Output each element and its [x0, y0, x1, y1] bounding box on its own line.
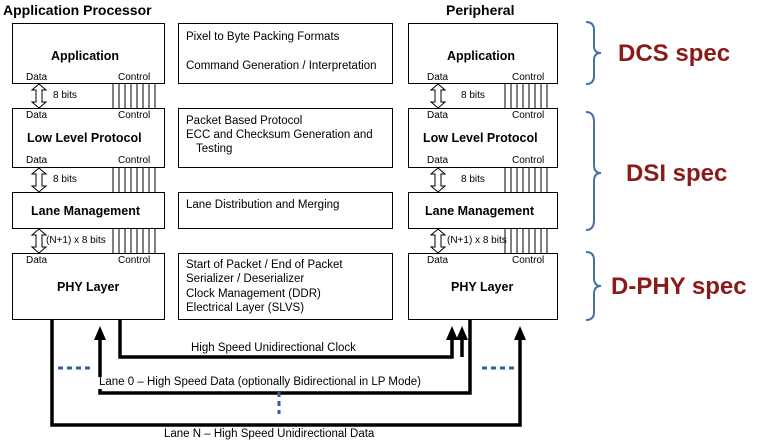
ap-phy-label: PHY Layer: [57, 280, 120, 294]
laneN-link: [50, 320, 522, 427]
desc-lane-box: Lane Distribution and Merging: [178, 192, 393, 229]
ap-width-1: 8 bits: [53, 90, 77, 101]
periph-phy-box: Data Control PHY Layer: [408, 253, 558, 320]
data-arrow-left-1: [30, 83, 48, 109]
periph-application-control-port: Control: [512, 72, 545, 83]
ap-protocol-box: Data Control Low Level Protocol Data Con…: [12, 108, 165, 168]
ap-application-data-port: Data: [26, 72, 48, 83]
link-caption-laneN: Lane N – High Speed Unidirectional Data: [162, 428, 377, 441]
desc-protocol-line-2: ECC and Checksum Generation and: [186, 129, 373, 141]
clock-link: [118, 320, 454, 359]
periph-phy-control-port: Control: [512, 255, 545, 266]
desc-application-line-2: Command Generation / Interpretation: [186, 60, 377, 72]
desc-protocol-box: Packet Based Protocol ECC and Checksum G…: [178, 108, 393, 168]
periph-width-1: 8 bits: [461, 90, 485, 101]
brace-dphy: [585, 251, 602, 321]
right-control-buses: [504, 84, 548, 253]
desc-application-line-1: Pixel to Byte Packing Formats: [186, 31, 340, 43]
periph-protocol-data-bottom: Data: [427, 155, 449, 166]
brace-dcs: [585, 21, 602, 85]
continuation-dashes: [58, 366, 514, 414]
header-peripheral: Peripheral: [446, 2, 515, 18]
data-arrow-right-2: [429, 167, 447, 193]
spec-label-dphy: D-PHY spec: [611, 273, 747, 300]
periph-width-2: 8 bits: [461, 174, 485, 185]
periph-phy-data-port: Data: [427, 255, 449, 266]
arrowhead-laneN: [514, 326, 526, 340]
data-arrow-right-3: [429, 228, 447, 254]
data-arrows: [30, 83, 447, 254]
ap-protocol-control-bottom: Control: [118, 155, 151, 166]
arrowhead-clock: [446, 326, 458, 340]
ap-phy-control-port: Control: [118, 255, 151, 266]
ap-application-label: Application: [51, 49, 120, 63]
arrowheads: [94, 326, 526, 340]
desc-phy-line-1: Start of Packet / End of Packet: [186, 259, 343, 271]
data-arrow-right-1: [429, 83, 447, 109]
ap-phy-box: Data Control PHY Layer: [12, 253, 165, 320]
desc-protocol-line-1: Packet Based Protocol: [186, 115, 303, 127]
periph-protocol-data-top: Data: [427, 110, 449, 121]
periph-application-data-port: Data: [427, 72, 449, 83]
periph-application-box: Application Data Control: [408, 23, 558, 84]
periph-protocol-control-bottom: Control: [512, 155, 545, 166]
desc-phy-line-2: Serializer / Deserializer: [186, 273, 305, 285]
ap-protocol-data-bottom: Data: [26, 155, 48, 166]
data-arrow-left-2: [30, 167, 48, 193]
arrowhead-clock-2: [456, 326, 468, 340]
ap-lane-label: Lane Management: [31, 204, 141, 218]
ap-application-box: Application Data Control: [12, 23, 165, 84]
desc-lane-line-1: Lane Distribution and Merging: [186, 199, 340, 211]
periph-lane-label: Lane Management: [425, 204, 535, 218]
ap-protocol-control-top: Control: [118, 110, 151, 121]
ap-lane-box: Lane Management: [12, 192, 165, 229]
periph-protocol-control-top: Control: [512, 110, 545, 121]
ap-phy-data-port: Data: [26, 255, 48, 266]
spec-braces: [585, 21, 602, 321]
brace-dsi: [585, 111, 602, 231]
periph-protocol-box: Data Control Low Level Protocol Data Con…: [408, 108, 558, 168]
desc-protocol-line-3: Testing: [196, 143, 233, 155]
periph-protocol-label: Low Level Protocol: [423, 131, 538, 145]
spec-label-dsi: DSI spec: [626, 160, 728, 187]
periph-lane-box: Lane Management: [408, 192, 558, 229]
desc-application-box: Pixel to Byte Packing Formats Command Ge…: [178, 23, 393, 84]
desc-phy-line-4: Electrical Layer (SLVS): [186, 302, 305, 314]
left-control-buses: [112, 84, 156, 253]
ap-width-2: 8 bits: [53, 174, 77, 185]
ap-application-control-port: Control: [118, 72, 151, 83]
periph-application-label: Application: [447, 49, 516, 63]
data-arrow-left-3: [30, 228, 48, 254]
spec-label-dcs: DCS spec: [618, 40, 731, 67]
periph-phy-label: PHY Layer: [451, 280, 514, 294]
ap-protocol-data-top: Data: [26, 110, 48, 121]
desc-phy-box: Start of Packet / End of Packet Serializ…: [178, 253, 393, 320]
desc-phy-line-3: Clock Management (DDR): [186, 288, 321, 300]
ap-protocol-label: Low Level Protocol: [27, 131, 142, 145]
link-caption-lane0: Lane 0 – High Speed Data (optionally Bid…: [97, 376, 423, 389]
ap-width-3: (N+1) x 8 bits: [46, 235, 106, 246]
high-speed-links: [50, 320, 522, 427]
periph-width-3: (N+1) x 8 bits: [447, 235, 507, 246]
header-application-processor: Application Processor: [3, 2, 152, 18]
link-caption-clock: High Speed Unidirectional Clock: [189, 342, 358, 355]
arrowhead-lane0: [94, 326, 106, 340]
lane0-link: [98, 320, 472, 395]
